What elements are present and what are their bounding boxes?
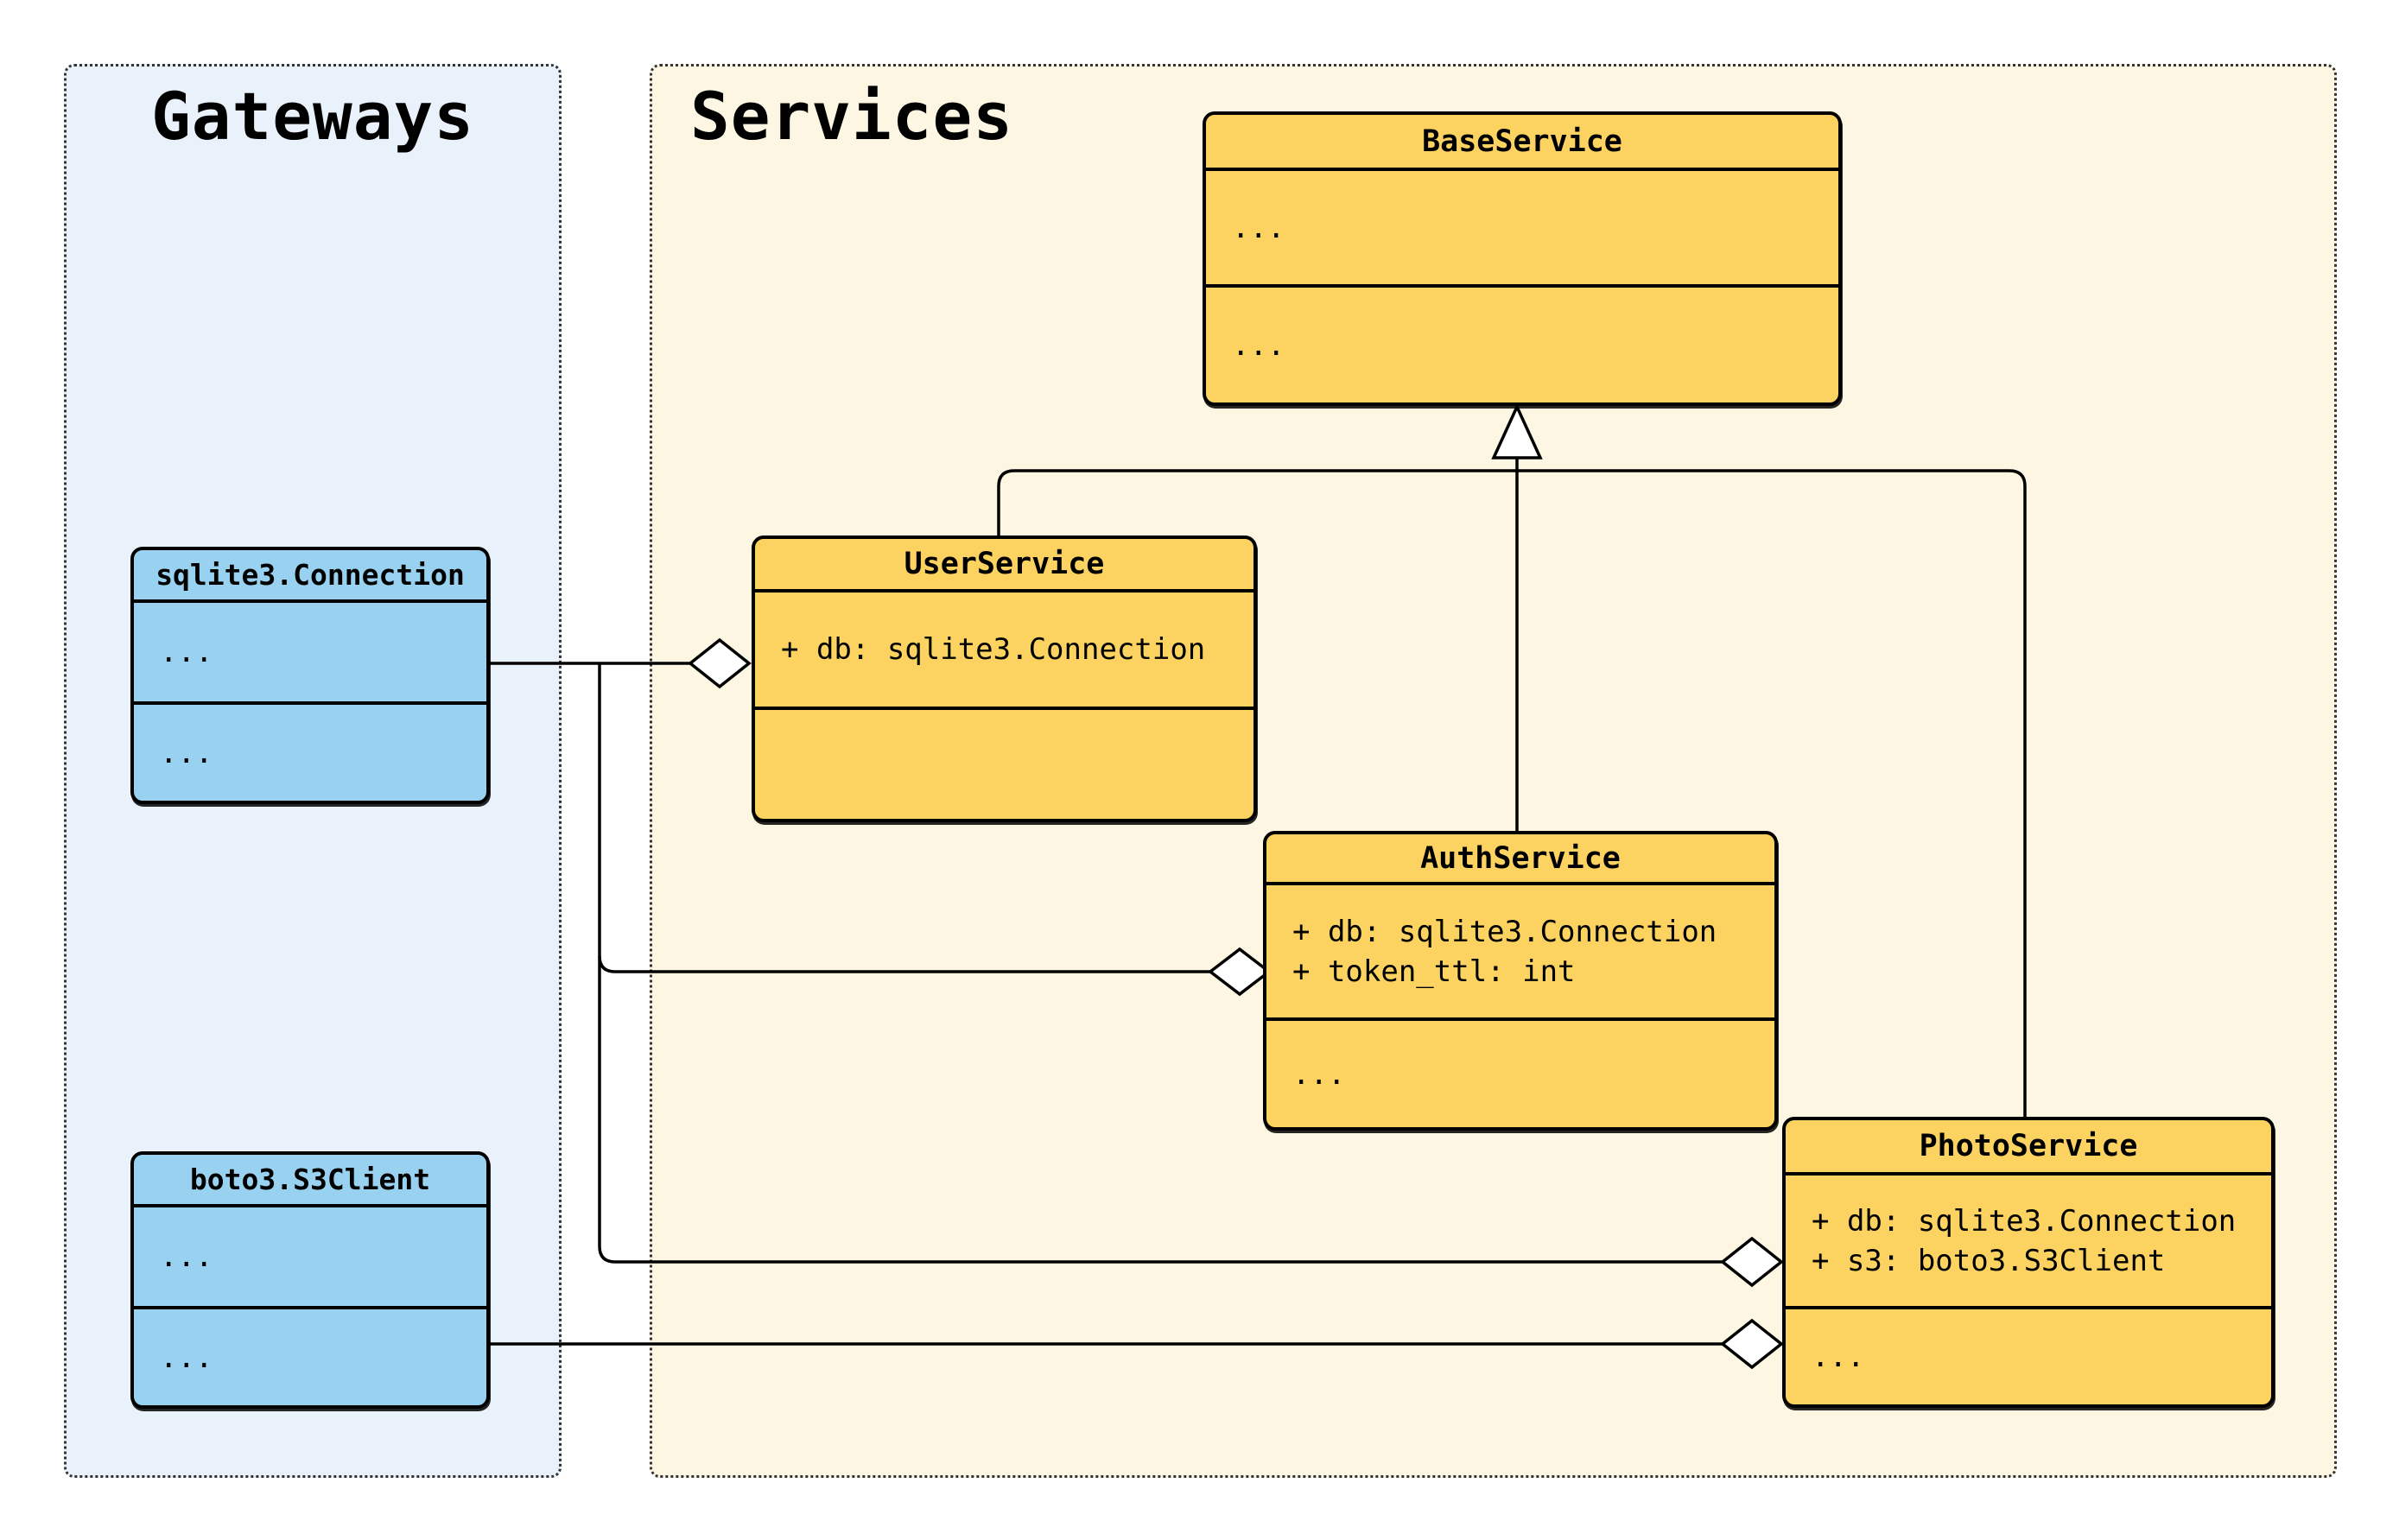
class-box-boto3-s3client: boto3.S3Client ... ... [130,1151,490,1409]
methods-section-sqlite3-connection: ... [134,701,486,801]
panel-services-title: Services [690,78,1014,155]
method-line: ... [1812,1340,1865,1374]
attribute-line: ... [1232,210,1285,245]
methods-section-photoservice: ... [1786,1306,2271,1404]
attribute-line: ... [160,1239,213,1274]
class-title-userservice: UserService [904,547,1105,581]
attribute-line: + db: sqlite3.Connection [781,632,1206,667]
edge-inheritance-rail [997,469,2027,1117]
attributes-section-authservice: + db: sqlite3.Connection + token_ttl: in… [1266,882,1774,1017]
methods-section-baseservice: ... [1206,284,1838,402]
attributes-section-sqlite3-connection: ... [134,599,486,701]
method-line: ... [1292,1056,1346,1092]
class-title-authservice: AuthService [1420,840,1621,876]
aggregation-diamond-authservice [1208,947,1272,997]
methods-section-authservice: ... [1266,1017,1774,1127]
class-title-boto3-s3client: boto3.S3Client [189,1163,431,1196]
method-line: ... [160,735,213,770]
attribute-line: ... [160,635,213,669]
class-box-photoservice: PhotoService + db: sqlite3.Connection + … [1782,1117,2275,1408]
inheritance-triangle-baseservice [1491,402,1543,459]
methods-section-userservice [755,707,1253,819]
methods-section-boto3-s3client: ... [134,1306,486,1405]
panel-gateways-title: Gateways [150,78,475,155]
attribute-line: + s3: boto3.S3Client [1812,1243,2166,1278]
class-title-photoservice: PhotoService [1919,1129,2138,1163]
method-line: ... [160,1340,213,1375]
attributes-section-boto3-s3client: ... [134,1204,486,1306]
method-line: ... [1232,327,1285,363]
aggregation-diamond-photoservice-s3 [1720,1318,1784,1370]
class-box-userservice: UserService + db: sqlite3.Connection [752,536,1257,822]
edge-aggregation-authservice-sqlite [598,955,1210,973]
aggregation-diamond-userservice [688,637,752,689]
attribute-line: + db: sqlite3.Connection [1812,1203,2237,1239]
attributes-section-userservice: + db: sqlite3.Connection [755,589,1253,707]
class-box-sqlite3-connection: sqlite3.Connection ... ... [130,547,490,804]
attribute-line: + db: sqlite3.Connection [1292,914,1717,949]
class-box-baseservice: BaseService ... ... [1203,111,1842,406]
class-box-authservice: AuthService + db: sqlite3.Connection + t… [1263,831,1778,1131]
class-title-baseservice: BaseService [1422,124,1622,159]
aggregation-diamond-photoservice-db [1720,1236,1784,1288]
class-title-sqlite3-connection: sqlite3.Connection [155,558,465,592]
attributes-section-baseservice: ... [1206,168,1838,284]
edge-aggregation-trunk-and-photoservice-sqlite [598,663,1723,1264]
attributes-section-photoservice: + db: sqlite3.Connection + s3: boto3.S3C… [1786,1172,2271,1306]
attribute-line: + token_ttl: int [1292,954,1576,989]
